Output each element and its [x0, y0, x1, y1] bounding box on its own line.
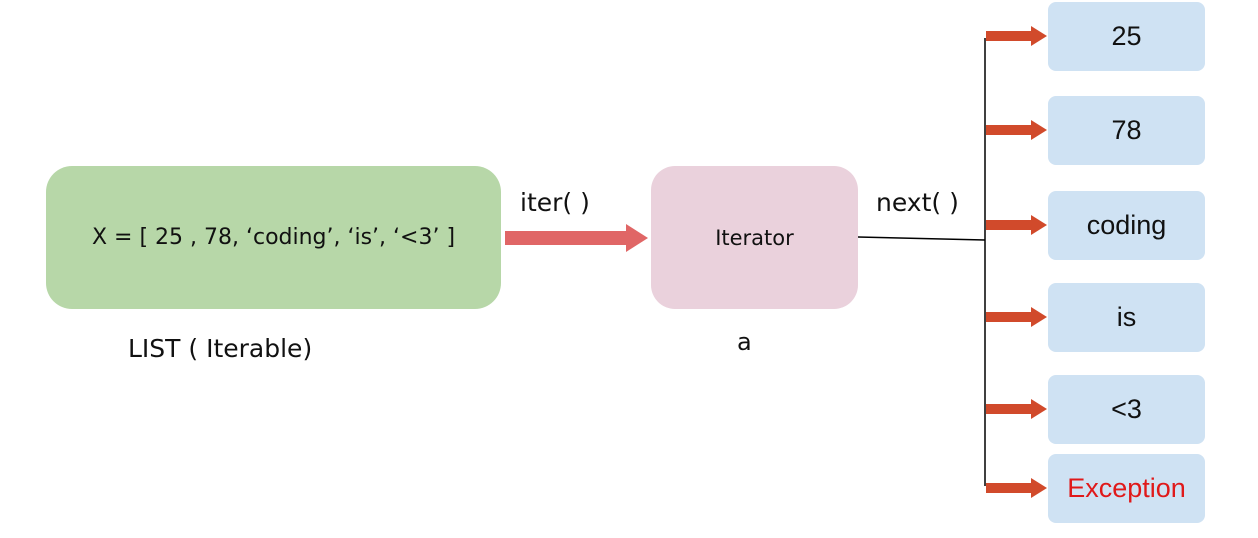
next-call-label: next( ) — [876, 188, 959, 217]
iterator-label: Iterator — [715, 225, 794, 250]
output-box: is — [1048, 283, 1205, 352]
output-box: <3 — [1048, 375, 1205, 444]
iterator-caption: a — [737, 328, 752, 356]
output-label: <3 — [1111, 394, 1142, 424]
output-label: 78 — [1111, 115, 1142, 145]
output-box: 25 — [1048, 2, 1205, 71]
branch-arrow — [986, 307, 1047, 327]
output-label: Exception — [1067, 473, 1186, 503]
output-box: Exception — [1048, 454, 1205, 523]
branch-arrow — [986, 478, 1047, 498]
output-box: coding — [1048, 191, 1205, 260]
iterator-box: Iterator — [651, 166, 858, 309]
list-expression: X = [ 25 , 78, ‘coding’, ‘is’, ‘<3’ ] — [91, 225, 456, 250]
list-box: X = [ 25 , 78, ‘coding’, ‘is’, ‘<3’ ] — [46, 166, 501, 309]
output-label: coding — [1086, 210, 1167, 240]
output-label: 25 — [1111, 21, 1142, 51]
branch-arrow — [986, 26, 1047, 46]
branch-arrow — [986, 399, 1047, 419]
iter-arrow — [505, 224, 648, 252]
branch-arrow — [986, 120, 1047, 140]
next-connector-line — [857, 236, 986, 241]
branch-arrows — [986, 26, 1047, 498]
list-caption: LIST ( Iterable) — [128, 334, 313, 363]
output-box: 78 — [1048, 96, 1205, 165]
branch-arrow — [986, 215, 1047, 235]
output-label: is — [1116, 302, 1137, 332]
iter-call-label: iter( ) — [520, 188, 590, 217]
